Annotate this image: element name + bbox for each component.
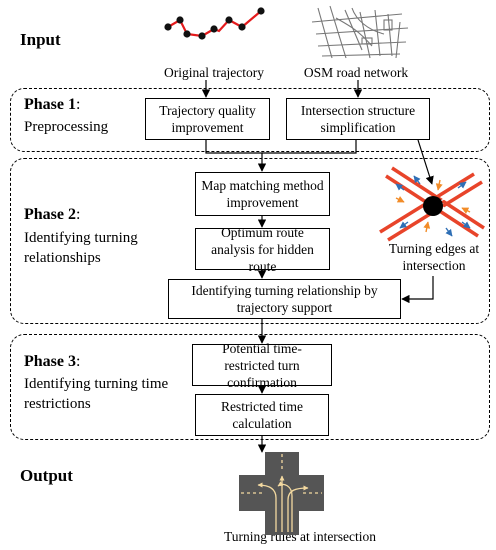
input-heading: Input xyxy=(20,30,61,49)
turning-edges-label: Turning edges at intersection xyxy=(388,241,480,273)
phase1-subtitle: Preprocessing xyxy=(24,119,109,135)
original-trajectory-label: Original trajectory xyxy=(163,65,265,80)
restricted-time-box: Restricted time calculation xyxy=(195,394,329,436)
output-heading: Output xyxy=(20,466,73,485)
intersection-simplification-box: Intersection structure simplification xyxy=(286,98,430,140)
phase3-title: Phase 3: xyxy=(24,353,81,370)
potential-turn-box: Potential time-restricted turn confirmat… xyxy=(192,341,332,390)
trajectory-quality-box: Trajectory quality improvement xyxy=(145,98,270,140)
phase2-subtitle: Identifying turning relationships xyxy=(24,230,138,266)
map-matching-box: Map matching method improvement xyxy=(195,172,330,216)
phase1-title: Phase 1: xyxy=(24,96,81,113)
optimum-route-box: Optimum route analysis for hidden route xyxy=(195,225,330,274)
trajectory-icon xyxy=(164,7,265,40)
phase3-subtitle: Identifying turning time restrictions xyxy=(24,376,169,412)
turning-edges-icon xyxy=(379,166,485,242)
osm-road-network-label: OSM road network xyxy=(303,65,409,80)
phase2-title: Phase 2: xyxy=(24,206,81,223)
turning-rules-label: Turning rules at intersection xyxy=(223,529,377,544)
phase2-container xyxy=(10,158,490,324)
phase3-container xyxy=(10,334,490,440)
output-intersection-icon xyxy=(239,452,324,535)
osm-road-network-icon xyxy=(311,5,409,59)
phase1-container xyxy=(10,88,490,152)
identify-turning-box: Identifying turning relationship by traj… xyxy=(168,279,401,319)
